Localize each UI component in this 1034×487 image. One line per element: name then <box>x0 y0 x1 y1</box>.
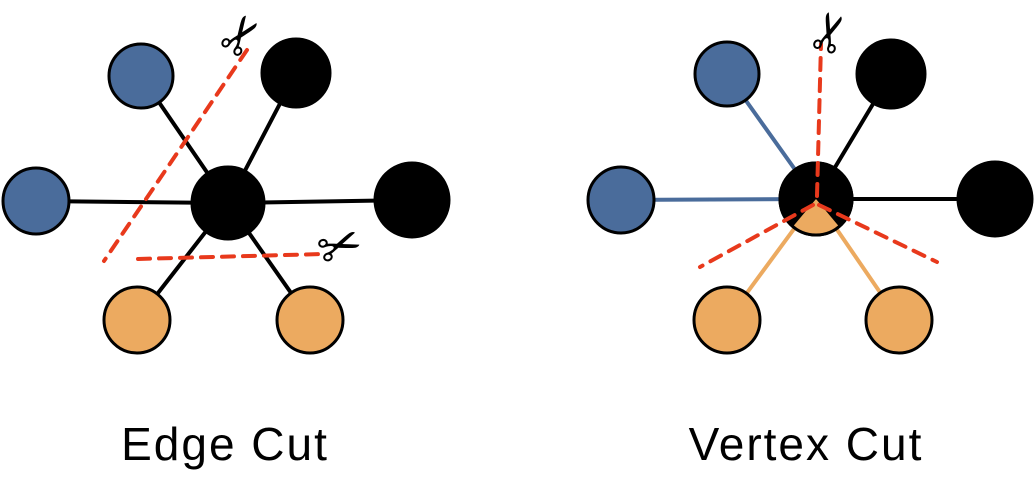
cut-line-diagonal <box>102 48 249 263</box>
node-orange-bottom-right <box>275 285 345 355</box>
node-blue-top-left <box>107 42 175 110</box>
node-orange-bottom-left <box>102 285 172 355</box>
node-black-top-right <box>260 37 332 109</box>
cut-line-horizontal <box>136 252 326 261</box>
node-orange-bottom-left <box>692 285 762 355</box>
node-blue-left <box>1 166 71 236</box>
node-black-right <box>373 161 451 239</box>
node-black-right <box>956 160 1034 238</box>
edge-cut-graph: ✂ ✂ <box>1 1 451 355</box>
node-blue-left <box>586 165 656 235</box>
cut-line-down-right <box>817 203 939 264</box>
cut-line-down-left <box>698 203 815 269</box>
node-orange-bottom-right <box>864 285 934 355</box>
vertex-cut-graph: ✂ <box>586 3 1034 355</box>
node-center <box>190 165 266 241</box>
node-black-top-right <box>855 38 927 110</box>
cut-line-up <box>815 42 823 198</box>
center-orange-wedge <box>792 199 840 235</box>
vertex-cut-label: Vertex Cut <box>689 418 924 470</box>
node-blue-top-left <box>693 40 761 108</box>
scissors-icon: ✂ <box>796 3 867 63</box>
edge-cut-label: Edge Cut <box>121 418 329 470</box>
scissors-icon: ✂ <box>309 211 370 282</box>
